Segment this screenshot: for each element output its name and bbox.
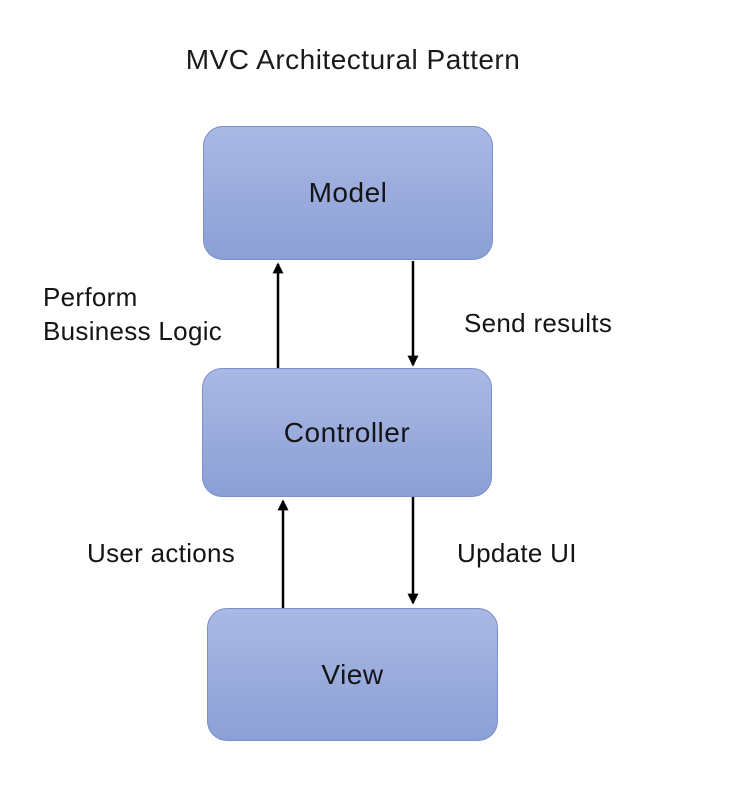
diagram-title: MVC Architectural Pattern bbox=[185, 44, 521, 75]
node-view: View bbox=[207, 608, 498, 741]
node-controller: Controller bbox=[202, 368, 492, 497]
node-model: Model bbox=[203, 126, 493, 260]
node-model-label: Model bbox=[308, 177, 388, 208]
edge-label-perform-business-logic: Perform Business Logic bbox=[43, 282, 223, 346]
edge-label-update-ui: Update UI bbox=[457, 538, 577, 568]
edge-label-send-results: Send results bbox=[464, 308, 613, 338]
edge-label-user-actions: User actions bbox=[87, 538, 236, 568]
node-view-label: View bbox=[321, 658, 384, 690]
node-controller-label: Controller bbox=[283, 416, 411, 448]
